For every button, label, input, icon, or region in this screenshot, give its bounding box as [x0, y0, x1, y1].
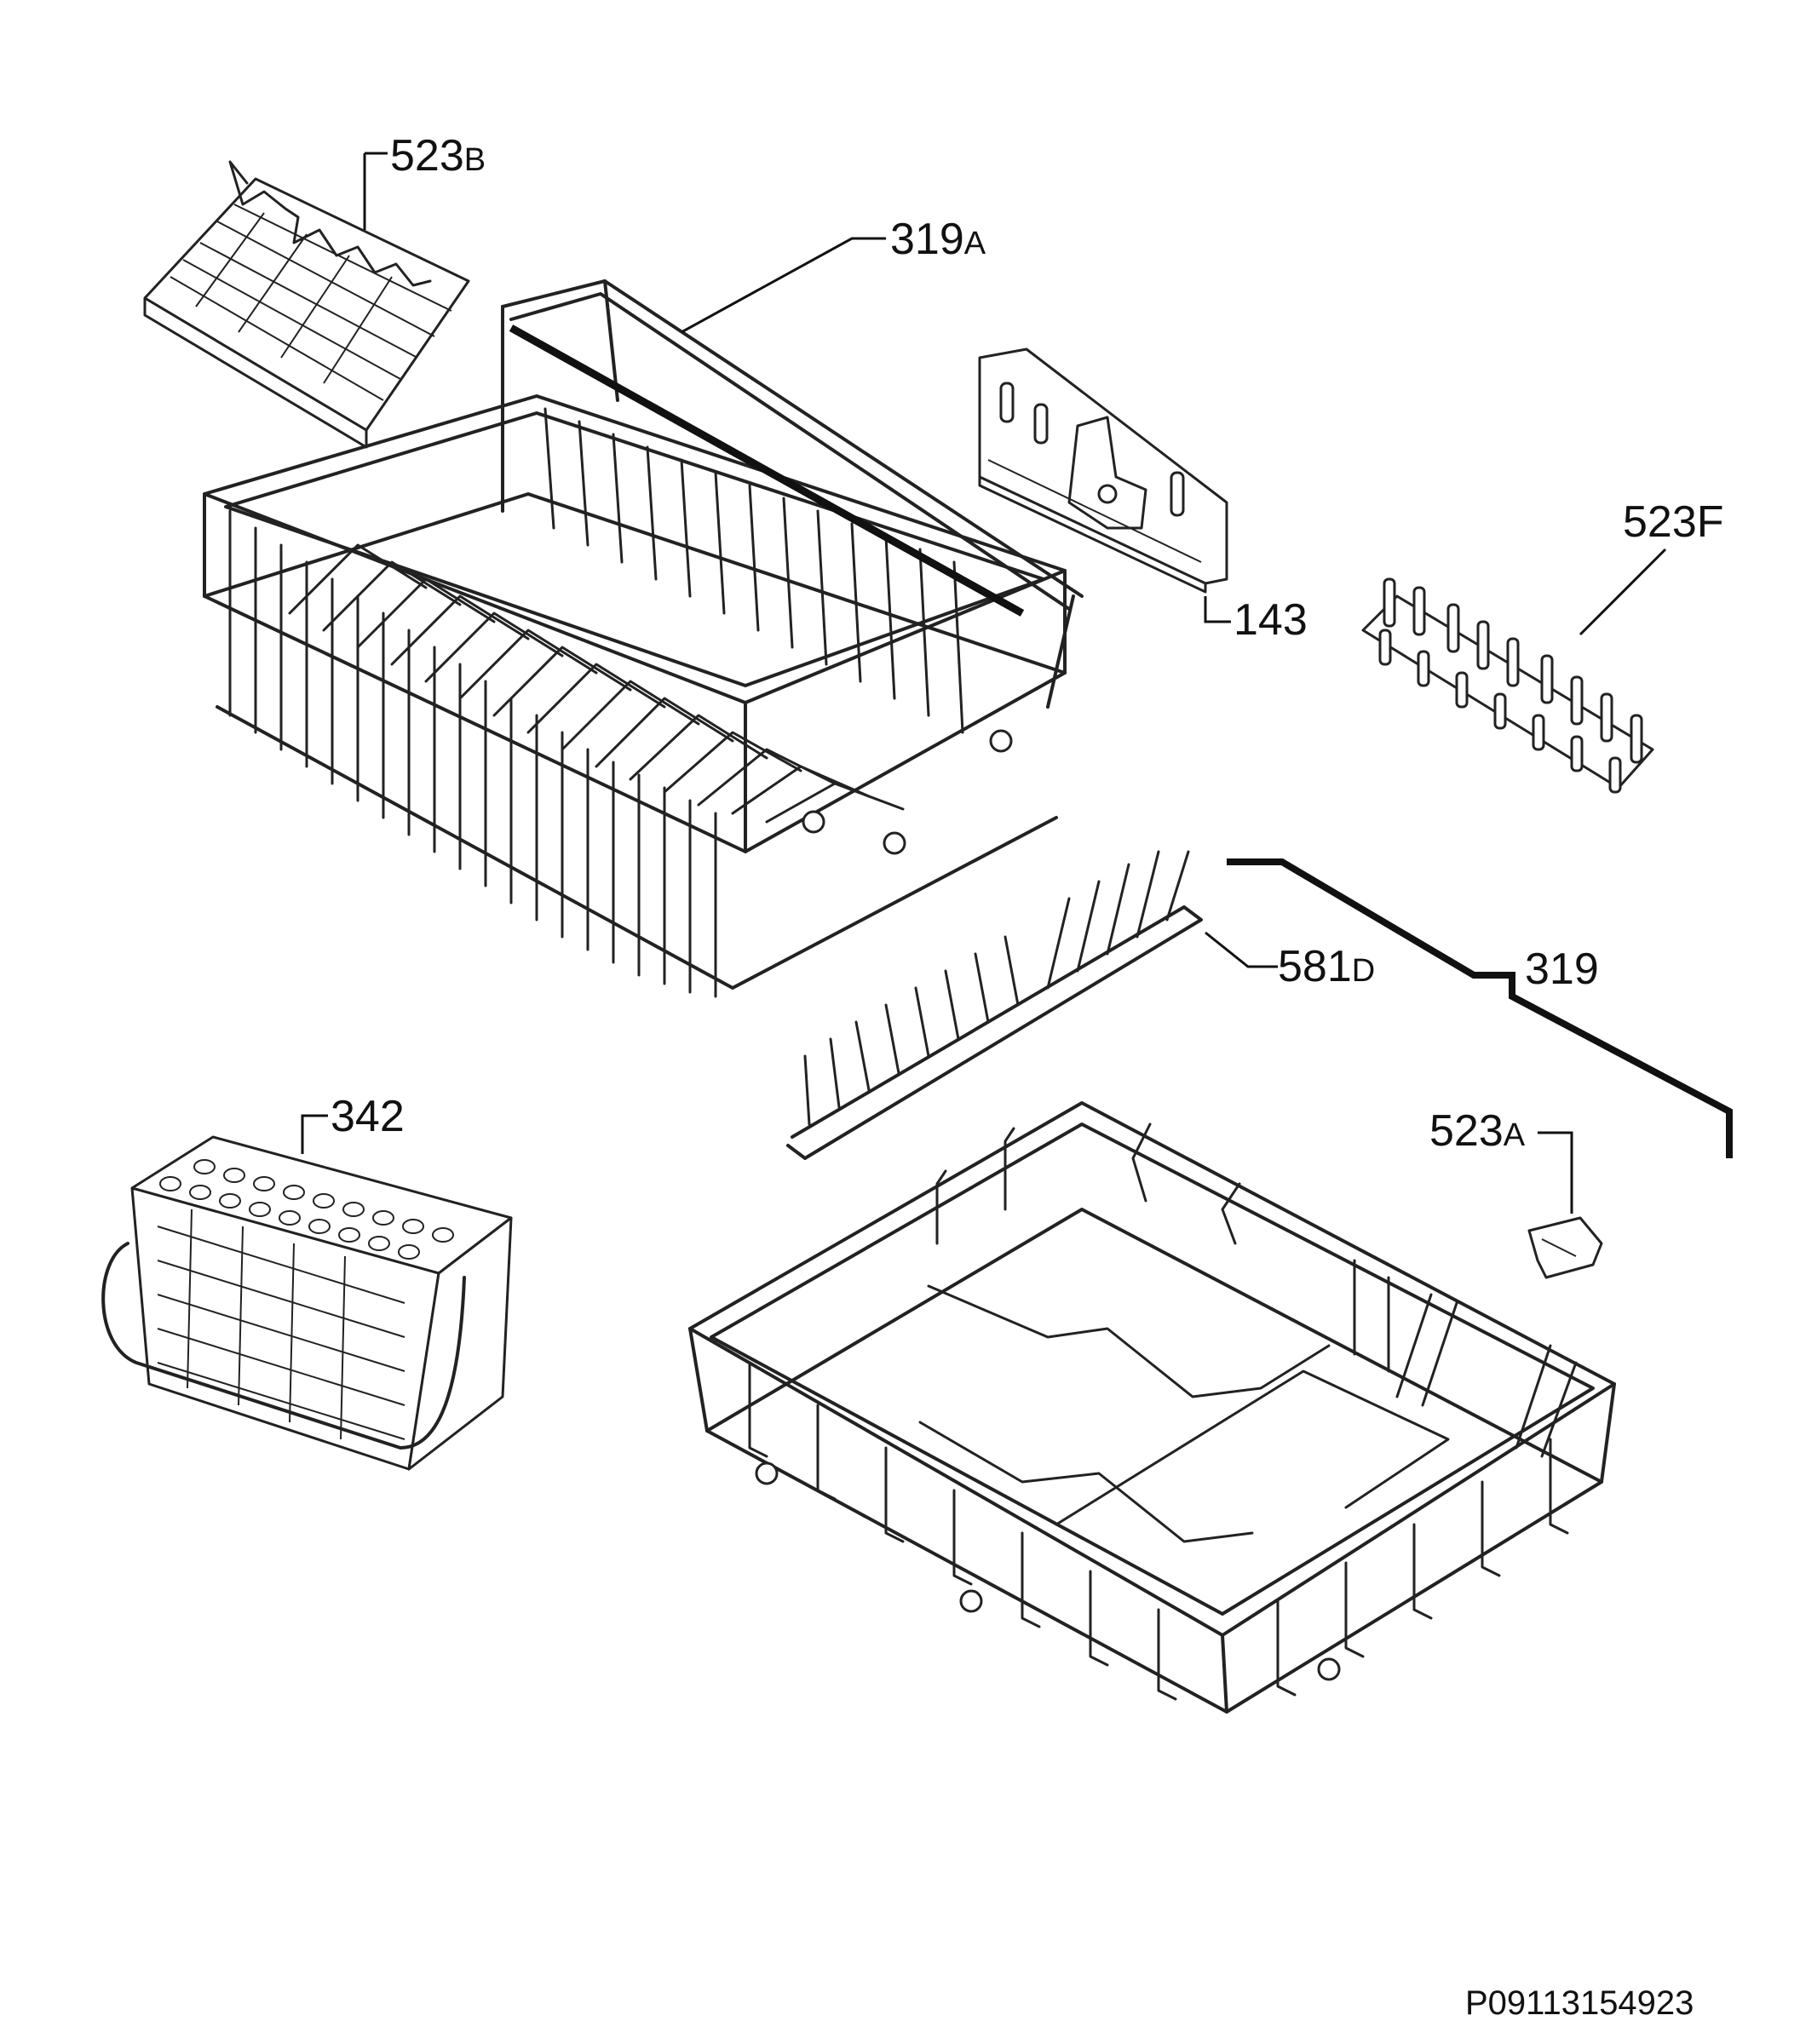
- callout-319a-number: 319: [890, 215, 964, 264]
- part-581d-folding-tines[interactable]: [786, 850, 1203, 1160]
- svg-text:523A: 523A: [1429, 1106, 1526, 1156]
- drawing-code: P09113154923: [1465, 1984, 1694, 2022]
- callout-319-number: 319: [1525, 944, 1599, 994]
- part-143-bracket[interactable]: [978, 347, 1228, 594]
- callout-523b-suffix: B: [464, 142, 486, 178]
- part-342-cutlery-basket[interactable]: [101, 1135, 513, 1471]
- callout-523a-number: 523: [1429, 1106, 1504, 1156]
- part-319a-upper-basket[interactable]: [203, 279, 1084, 998]
- callout-342-number: 342: [331, 1092, 405, 1141]
- svg-text:523B: 523B: [390, 131, 486, 181]
- part-319-lower-basket[interactable]: [688, 1101, 1616, 1714]
- svg-text:581D: 581D: [1278, 942, 1375, 991]
- callout-143: 143: [1204, 595, 1308, 645]
- callout-523f-number: 523F: [1623, 497, 1724, 547]
- svg-text:319A: 319A: [890, 215, 986, 264]
- part-523f-clip-strip[interactable]: [1361, 577, 1654, 794]
- callout-342: 342: [301, 1092, 405, 1154]
- callout-319: 319: [1227, 858, 1733, 1158]
- callout-523a-suffix: A: [1504, 1117, 1526, 1153]
- part-523b-tine-rack[interactable]: [143, 160, 470, 449]
- callout-319a: 319A: [681, 215, 986, 334]
- callout-581d-number: 581: [1278, 942, 1352, 991]
- callout-523b-number: 523: [390, 131, 464, 181]
- part-523a-clip[interactable]: [1527, 1216, 1603, 1279]
- callout-143-number: 143: [1234, 595, 1308, 645]
- callout-581d-suffix: D: [1352, 953, 1375, 989]
- callout-523a: 523A: [1429, 1106, 1573, 1214]
- callout-319a-suffix: A: [964, 226, 986, 261]
- callout-581d: 581D: [1205, 931, 1375, 991]
- callout-523b: 523B: [363, 131, 486, 230]
- callout-523f: 523F: [1579, 497, 1724, 636]
